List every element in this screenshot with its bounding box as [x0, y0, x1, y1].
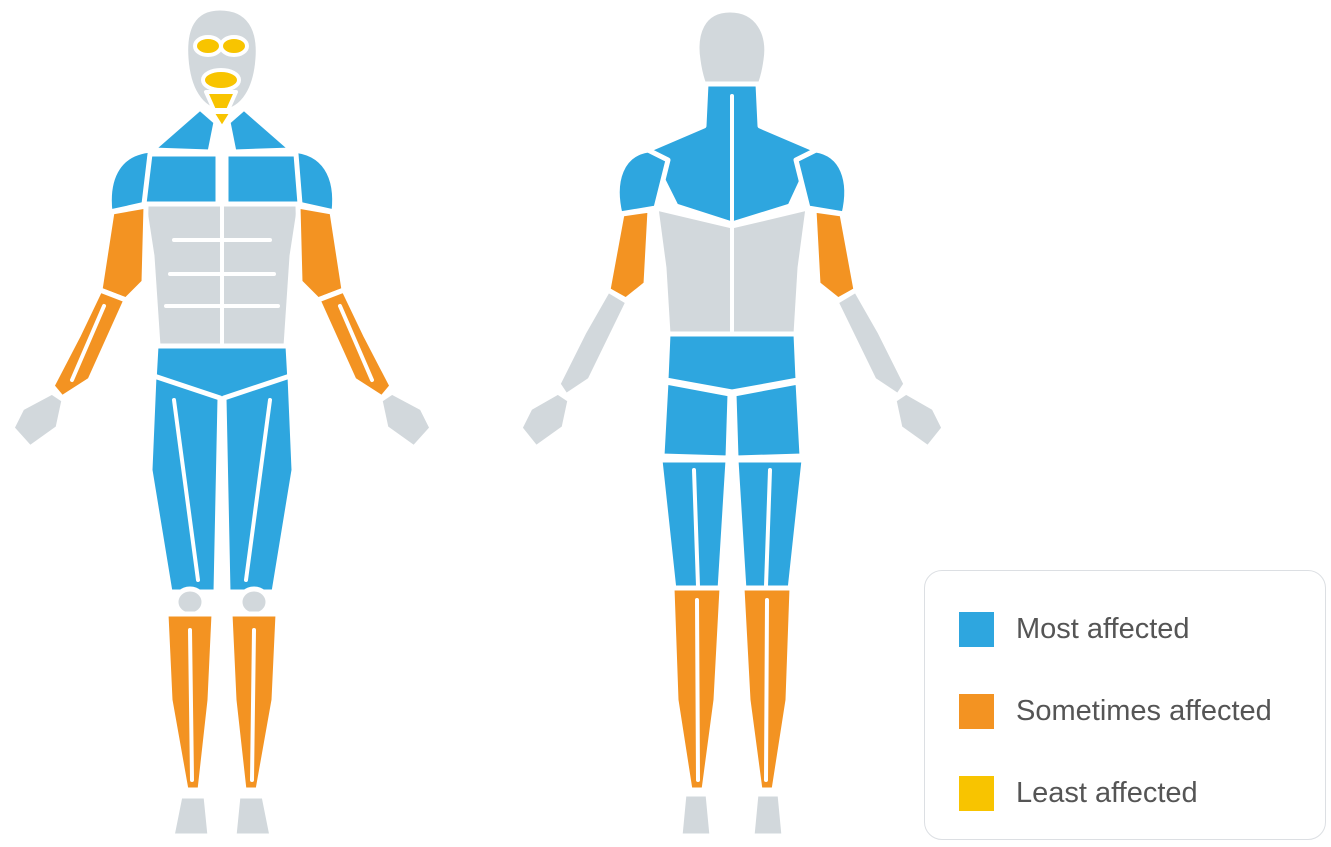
- back-body: [520, 10, 944, 836]
- front-chest-left: [144, 154, 218, 204]
- back-glute-right: [734, 382, 802, 458]
- front-neck-left: [152, 108, 216, 152]
- front-foot-left: [172, 796, 210, 836]
- legend-label-most: Most affected: [1016, 613, 1190, 646]
- legend-item-least: Least affected: [959, 773, 1198, 813]
- legend-swatch-sometimes: [959, 694, 994, 729]
- legend-item-sometimes: Sometimes affected: [959, 691, 1272, 731]
- legend: Most affected Sometimes affected Least a…: [924, 570, 1326, 840]
- front-hand-left: [12, 392, 64, 448]
- back-hand-right: [894, 392, 944, 448]
- front-knee-right: [240, 589, 268, 615]
- front-upper-arm-left: [100, 206, 146, 300]
- legend-label-sometimes: Sometimes affected: [1016, 695, 1272, 728]
- front-upper-arm-right: [298, 206, 344, 300]
- legend-swatch-least: [959, 776, 994, 811]
- back-shoulder-left: [617, 150, 668, 214]
- front-eye-muscle-right: [221, 37, 247, 55]
- front-eye-muscle-left: [195, 37, 221, 55]
- front-knee-left: [176, 589, 204, 615]
- legend-label-least: Least affected: [1016, 777, 1198, 810]
- back-upper-arm-left: [608, 210, 650, 300]
- legend-item-most: Most affected: [959, 609, 1190, 649]
- back-forearm-right: [836, 290, 906, 396]
- front-neck-right: [228, 108, 292, 152]
- back-shoulder-right: [796, 150, 847, 214]
- back-hand-left: [520, 392, 570, 448]
- back-upper-arm-right: [814, 210, 856, 300]
- front-body: [12, 8, 432, 836]
- back-foot-right: [752, 794, 784, 836]
- front-foot-right: [234, 796, 272, 836]
- legend-swatch-most: [959, 612, 994, 647]
- front-mouth-muscle: [203, 70, 239, 90]
- back-foot-left: [680, 794, 712, 836]
- front-hand-right: [380, 392, 432, 448]
- front-chest-right: [226, 154, 300, 204]
- back-forearm-left: [558, 290, 628, 396]
- back-glute-left: [662, 382, 730, 458]
